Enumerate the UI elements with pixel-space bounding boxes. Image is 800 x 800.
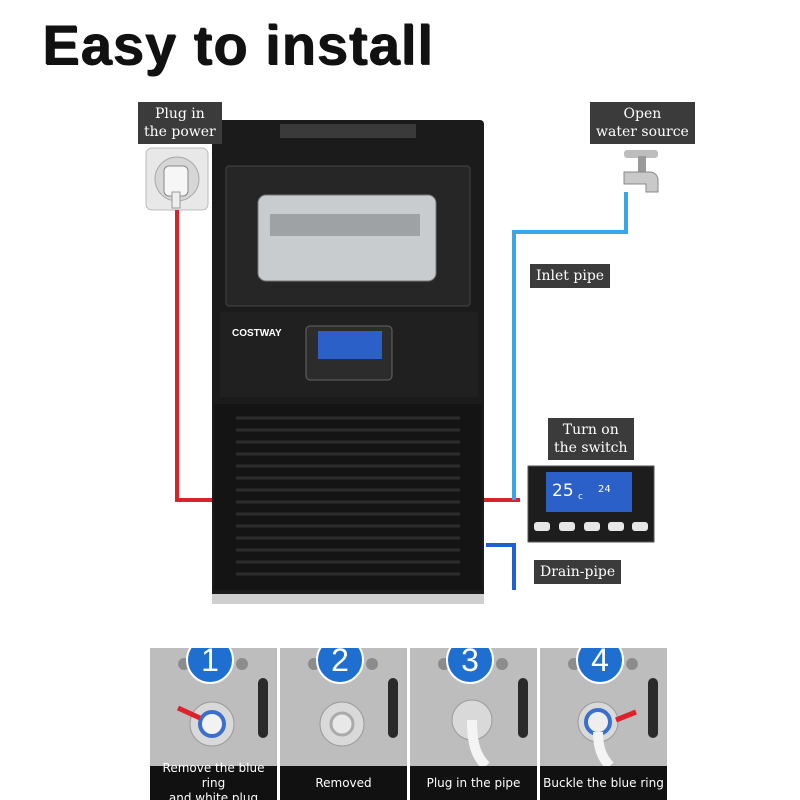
install-step-3: 3 Plug in the pipe	[410, 648, 537, 800]
display-temp: 25	[552, 481, 574, 501]
step-number-badge: 2	[316, 648, 364, 684]
display-unit: c	[578, 492, 583, 502]
install-step-1: 1 Remove the blue ring and white plug	[150, 648, 277, 800]
brand-logo: COSTWAY	[232, 328, 282, 339]
step-caption: Remove the blue ring and white plug	[150, 761, 277, 800]
step-number-badge: 4	[576, 648, 624, 684]
ice-maker-illustration: COSTWAY 25 c 24	[145, 120, 659, 604]
drain-pipe	[486, 543, 516, 590]
step-caption: Buckle the blue ring	[540, 766, 667, 800]
step-number-badge: 3	[446, 648, 494, 684]
callout-plug-in-power: Plug in the power	[138, 102, 222, 144]
display-hours: 24	[598, 484, 611, 495]
callout-inlet-pipe: Inlet pipe	[530, 264, 611, 288]
inlet-pipe	[512, 192, 628, 500]
step-caption: Removed	[280, 766, 407, 800]
callout-open-water: Open water source	[590, 102, 695, 144]
install-step-4: 4 Buckle the blue ring	[540, 648, 667, 800]
ice-maker-body	[212, 120, 484, 604]
power-outlet-icon	[145, 147, 209, 211]
callout-turn-on-switch: Turn on the switch	[548, 418, 634, 460]
control-panel-closeup: 25 c 24	[527, 465, 655, 543]
install-step-2: 2 Removed	[280, 648, 407, 800]
faucet-icon	[623, 150, 659, 193]
page-title: Easy to install	[42, 13, 434, 76]
callout-drain-pipe: Drain-pipe	[534, 560, 622, 584]
step-caption: Plug in the pipe	[410, 766, 537, 800]
power-cord	[175, 210, 212, 502]
